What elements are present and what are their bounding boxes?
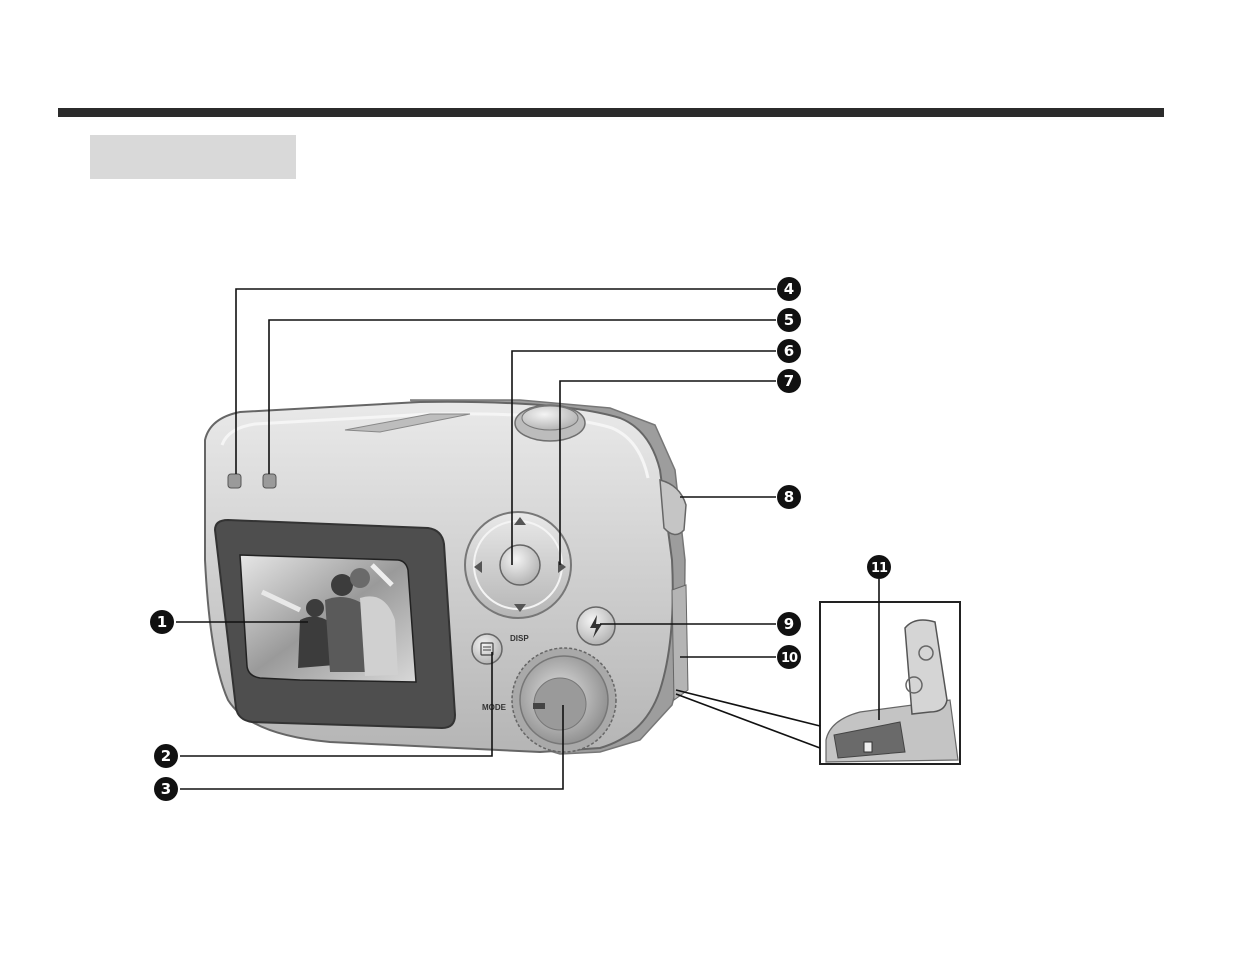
dial-mode-icon <box>533 703 545 709</box>
callout-11: 11 <box>867 555 891 579</box>
callout-5: 5 <box>777 308 801 332</box>
svg-text:9: 9 <box>784 615 794 633</box>
menu-button[interactable] <box>472 634 502 664</box>
callout-7: 7 <box>777 369 801 393</box>
callout-10: 10 <box>777 645 801 669</box>
svg-text:8: 8 <box>784 488 794 506</box>
card-slot-icon <box>864 742 872 752</box>
lcd-monitor <box>215 520 455 728</box>
callout-9: 9 <box>777 612 801 636</box>
svg-text:7: 7 <box>784 372 794 390</box>
svg-text:4: 4 <box>784 280 794 298</box>
flash-led-icon <box>263 474 276 488</box>
svg-text:2: 2 <box>161 747 171 765</box>
ok-button[interactable] <box>500 545 540 585</box>
disp-label: DISP <box>510 634 529 643</box>
svg-text:1: 1 <box>157 613 167 631</box>
callout-2: 2 <box>154 744 178 768</box>
battery-compartment-inset <box>820 602 960 764</box>
svg-text:10: 10 <box>781 651 798 666</box>
callout-4: 4 <box>777 277 801 301</box>
callout-1: 1 <box>150 610 174 634</box>
svg-text:6: 6 <box>784 342 794 360</box>
control-pad <box>465 512 571 618</box>
callout-8: 8 <box>777 485 801 509</box>
flash-button[interactable] <box>577 607 615 645</box>
svg-text:5: 5 <box>784 311 794 329</box>
mode-dial[interactable] <box>512 648 616 752</box>
mode-label: MODE <box>482 703 507 712</box>
callout-3: 3 <box>154 777 178 801</box>
callout-6: 6 <box>777 339 801 363</box>
svg-text:11: 11 <box>871 561 888 576</box>
svg-text:3: 3 <box>161 780 171 798</box>
status-led-icon <box>228 474 241 488</box>
